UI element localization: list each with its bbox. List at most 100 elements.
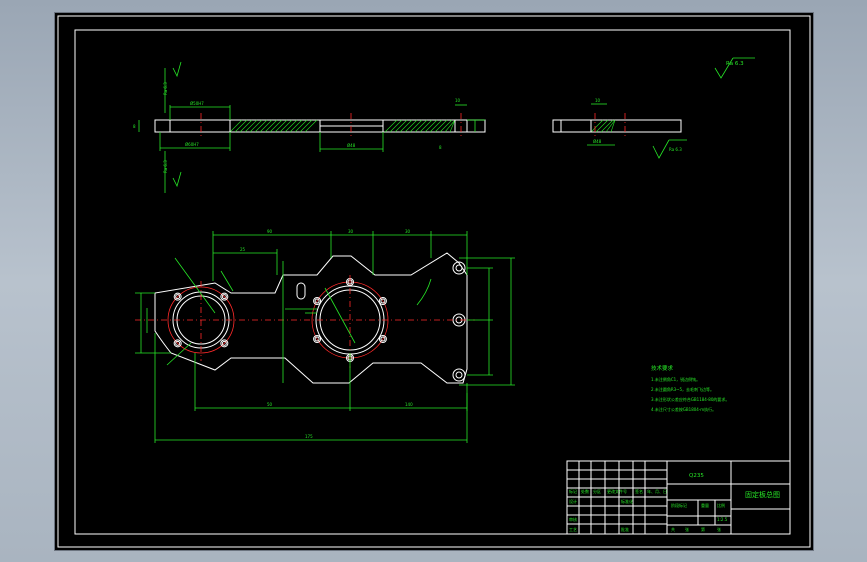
hatch-line (399, 119, 413, 133)
hatch-line (279, 119, 293, 133)
row-label: 审核 (569, 516, 577, 522)
header-label: 更改文件号 (607, 488, 627, 494)
dim-text: 8 (439, 145, 442, 150)
hatch-line (404, 119, 418, 133)
header-label: 年、月、日 (647, 488, 667, 494)
svg-text:Ra 6.3: Ra 6.3 (163, 160, 168, 173)
hatch-line (595, 119, 609, 133)
bolt-hole (378, 335, 387, 343)
sheet-label: 共 (671, 526, 675, 532)
bolt-hole-thread (175, 294, 181, 300)
slot (296, 282, 306, 300)
section-view-left: Ø50H7 Ø60H7 Ø48 10 8 8 Ra 6.3 Ra 6.3 (133, 61, 486, 193)
mount-hole-top-inner (455, 264, 463, 272)
technical-notes: 技术要求 1.未注倒角C1，锐边倒钝。 2.未注圆角R3~5，去毛刺飞边等。 3… (651, 364, 729, 412)
material-text: Q235 (689, 473, 704, 479)
stage-label: 阶段标记 (671, 502, 687, 508)
mount-hole-top (452, 261, 466, 275)
dim-text: Ø48 (593, 139, 602, 144)
hatch-line (249, 119, 263, 133)
dim-text: 10 (595, 98, 601, 103)
header-label: 分区 (593, 488, 601, 494)
dim-text: 140 (405, 402, 413, 407)
hatch-line (289, 119, 303, 133)
leader-line (166, 342, 192, 366)
mount-hole-bottom-inner (455, 371, 463, 379)
hatch-line (414, 119, 428, 133)
dim-text: 8 (133, 124, 136, 129)
hatch-line (605, 119, 616, 133)
cad-drawing: Ø50H7 Ø60H7 Ø48 10 8 8 Ra 6.3 Ra 6.3 (57, 15, 811, 548)
side-section-outline (552, 119, 682, 133)
dim-text: Ø60H7 (185, 142, 199, 147)
dim-text: 175 (305, 434, 313, 439)
hatch-line (304, 119, 318, 133)
bolt-hole-thread (314, 298, 320, 304)
hatch-line (264, 119, 278, 133)
hatch-line (269, 119, 283, 133)
outer-frame (57, 15, 811, 548)
hatch-line (239, 119, 253, 133)
dim-text: 30 (348, 229, 354, 234)
bolt-hole (220, 292, 229, 301)
hatch-line (434, 119, 448, 133)
section-view-right: 10 Ø48 Ra 6.3 Ra 6.3 (552, 57, 755, 159)
hatch-line (429, 119, 443, 133)
roughness-symbol: Ra 6.3 (652, 139, 687, 159)
leader-line (174, 257, 216, 314)
hatch-line (389, 119, 403, 133)
roughness-symbol: Ra 6.3 (163, 151, 182, 193)
svg-text:Ra 6.3: Ra 6.3 (163, 82, 168, 95)
row-label: 标记 (569, 488, 577, 494)
hatch-line (274, 119, 288, 133)
inner-frame (74, 29, 791, 535)
sheet-label: 张 (717, 526, 721, 532)
hatch-line (384, 119, 398, 133)
bolt-hole (313, 335, 322, 343)
hatch-line (610, 119, 616, 133)
row-label: 工艺 (569, 527, 577, 532)
mount-hole-bottom (452, 368, 466, 382)
dim-text: Ø50H7 (190, 101, 204, 106)
header-label: 处数 (581, 488, 589, 494)
drawing-viewport[interactable]: Ø50H7 Ø60H7 Ø48 10 8 8 Ra 6.3 Ra 6.3 (55, 13, 813, 550)
dim-text: Ø48 (347, 143, 356, 148)
hatch-line (600, 119, 614, 133)
dim-text: 25 (240, 247, 246, 252)
bore-left (169, 119, 231, 133)
bolt-hole-thread (314, 336, 320, 342)
note-line: 1.未注倒角C1，锐边倒钝。 (651, 376, 700, 382)
hatch-line (439, 119, 453, 133)
bolt-hole (378, 297, 387, 305)
hatch-line (284, 119, 298, 133)
hatch-line (409, 119, 423, 133)
hatch-line (590, 119, 604, 133)
bolt-hole-thread (380, 298, 386, 304)
hatch-line (449, 119, 456, 133)
notes-title: 技术要求 (651, 364, 674, 372)
dim-text: 30 (405, 229, 411, 234)
approve-label: 批准 (621, 526, 629, 532)
bolt-hole-thread (175, 340, 181, 346)
svg-text:Ra 6.3: Ra 6.3 (726, 61, 744, 67)
weight-label: 重量 (701, 502, 709, 508)
hatch-line (244, 119, 258, 133)
hatch-line (444, 119, 456, 133)
bolt-hole (220, 339, 229, 348)
drawing-name: 固定板总图 (745, 490, 780, 499)
hatch-line (259, 119, 273, 133)
bolt-hole (173, 339, 182, 348)
hatch-line (419, 119, 433, 133)
hatch-line (294, 119, 308, 133)
hatch-line (424, 119, 438, 133)
scale-value: 1:2.5 (717, 517, 728, 522)
note-line: 2.未注圆角R3~5，去毛刺飞边等。 (651, 386, 714, 392)
title-block: Q235 固定板总图 阶段标记 重量 比例 1:2.5 共 张 第 张 标记 设… (566, 460, 791, 535)
svg-text:Ra 6.3: Ra 6.3 (669, 147, 682, 152)
bore (560, 119, 592, 133)
leader-arc (416, 278, 432, 306)
bolt-hole-thread (380, 336, 386, 342)
row-label: 设计 (569, 498, 577, 504)
leader-line (220, 270, 234, 292)
bolt-hole-thread (221, 340, 227, 346)
